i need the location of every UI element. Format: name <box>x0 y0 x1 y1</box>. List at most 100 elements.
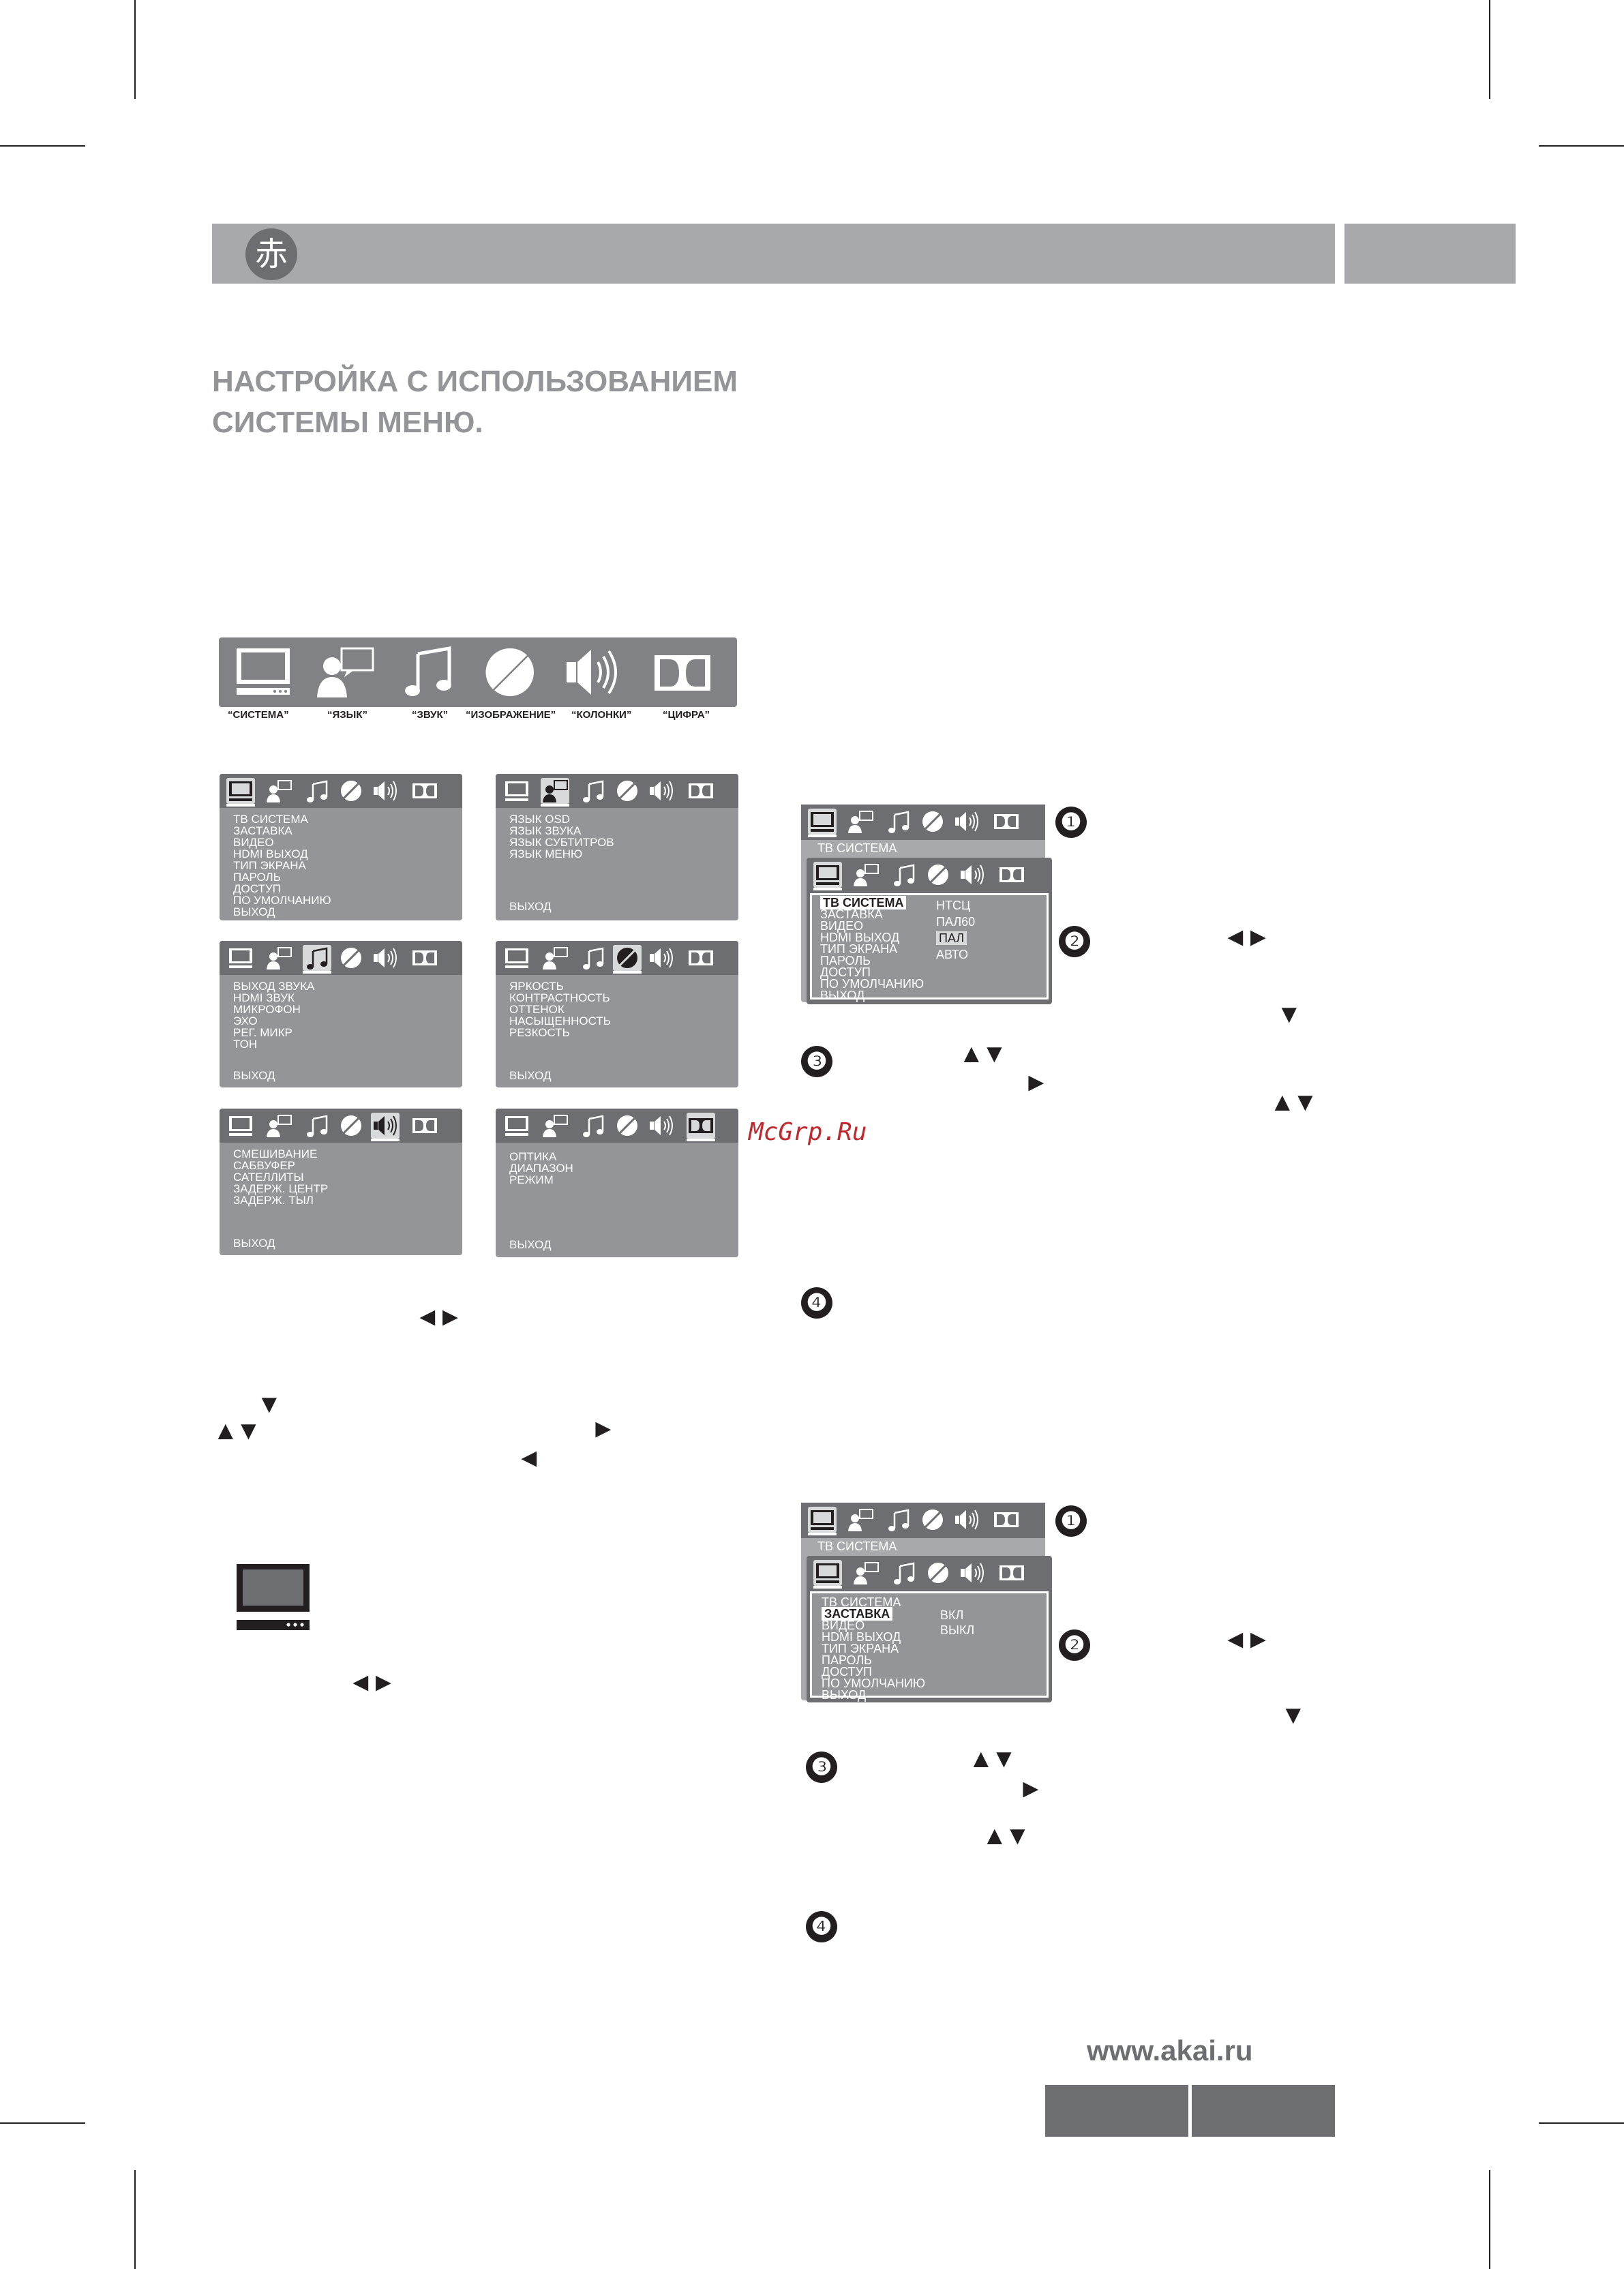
menu-item[interactable]: ПАРОЛЬ <box>233 871 281 884</box>
menu-item[interactable]: ВЫХОД <box>822 1688 867 1702</box>
menu-item[interactable]: ВЫХОД <box>820 989 865 1002</box>
music-note-icon[interactable] <box>579 778 607 804</box>
menu-item[interactable]: ТИП ЭКРАНА <box>233 859 306 872</box>
tv-icon[interactable] <box>813 862 842 888</box>
menu-item[interactable]: ПО УМОЛЧАНИЮ <box>820 977 924 991</box>
dolby-icon[interactable] <box>992 1507 1021 1533</box>
menu-item[interactable]: КОНТРАСТНОСТЬ <box>509 991 610 1004</box>
picture-icon[interactable] <box>613 1113 642 1139</box>
menu-item[interactable]: СМЕШИВАНИЕ <box>233 1147 318 1160</box>
picture-icon[interactable] <box>337 945 365 971</box>
menu-item[interactable]: ЗАСТАВКА <box>822 1607 925 1621</box>
tv-icon[interactable] <box>813 1560 842 1586</box>
exit-item[interactable]: ВЫХОД <box>509 900 552 913</box>
picture-icon[interactable] <box>924 1560 952 1586</box>
menu-item[interactable]: ТВ СИСТЕМА <box>820 896 924 910</box>
menu-item[interactable]: HDMI ВЫХОД <box>822 1630 901 1644</box>
menu-item[interactable]: ПАРОЛЬ <box>822 1653 872 1667</box>
language-icon[interactable] <box>541 778 569 804</box>
tv-icon[interactable] <box>502 778 531 804</box>
language-icon[interactable] <box>541 945 569 971</box>
tv-icon[interactable] <box>226 945 255 971</box>
tv-icon[interactable] <box>502 945 531 971</box>
menu-item[interactable]: САБВУФЕР <box>233 1159 296 1172</box>
menu-item[interactable]: ТВ СИСТЕМА <box>233 813 308 826</box>
menu-item[interactable]: МИКРОФОН <box>233 1003 301 1016</box>
tv-icon[interactable] <box>226 1113 255 1139</box>
picture-icon[interactable] <box>924 862 952 888</box>
menu-item[interactable]: ТИП ЭКРАНА <box>820 942 898 956</box>
menu-item[interactable]: ЯРКОСТЬ <box>509 980 564 993</box>
music-note-icon[interactable] <box>890 862 918 888</box>
music-note-icon[interactable] <box>884 1507 913 1533</box>
menu-item[interactable]: РЕЗКОСТЬ <box>509 1026 570 1039</box>
menu-item[interactable]: ТИП ЭКРАНА <box>822 1642 899 1655</box>
language-icon[interactable] <box>852 862 880 888</box>
dolby-icon[interactable] <box>687 778 715 804</box>
music-note-icon[interactable] <box>303 945 331 971</box>
language-icon[interactable] <box>265 778 293 804</box>
music-note-icon[interactable] <box>579 1113 607 1139</box>
language-icon[interactable] <box>541 1113 569 1139</box>
menu-item[interactable]: ПО УМОЛЧАНИЮ <box>233 894 331 907</box>
menu-item[interactable]: ВЫХОД ЗВУКА <box>233 980 315 993</box>
menu-item[interactable]: ВИДЕО <box>820 919 864 933</box>
picture-icon[interactable] <box>918 1507 947 1533</box>
dolby-icon[interactable] <box>687 1113 715 1139</box>
menu-item[interactable]: ЗАСТАВКА <box>820 907 883 921</box>
menu-item[interactable]: HDMI ЗВУК <box>233 991 295 1004</box>
menu-item[interactable]: ВИДЕО <box>822 1619 865 1632</box>
menu-item[interactable]: ДОСТУП <box>822 1665 872 1679</box>
speaker-icon[interactable] <box>371 945 400 971</box>
menu-item[interactable]: ВИДЕО <box>233 836 274 849</box>
dolby-icon[interactable] <box>997 1560 1026 1586</box>
exit-item[interactable]: ВЫХОД <box>509 1069 552 1082</box>
menu-item[interactable]: ПАРОЛЬ <box>820 954 871 967</box>
dolby-icon[interactable] <box>410 778 439 804</box>
option-item[interactable]: ПАЛ <box>936 930 975 946</box>
picture-icon[interactable] <box>613 778 642 804</box>
option-item[interactable]: ВКЛ <box>940 1608 964 1622</box>
exit-item[interactable]: ВЫХОД <box>509 1238 552 1251</box>
menu-item[interactable]: НАСЫЩЕННОСТЬ <box>509 1015 611 1027</box>
menu-item[interactable]: ПО УМОЛЧАНИЮ <box>822 1677 926 1690</box>
menu-item[interactable]: ДИАПАЗОН <box>509 1162 573 1175</box>
option-item[interactable]: ПАЛ60 <box>936 915 976 929</box>
music-note-icon[interactable] <box>579 945 607 971</box>
language-icon[interactable] <box>852 1560 880 1586</box>
menu-item[interactable]: ЗАДЕРЖ. ЦЕНТР <box>233 1182 329 1195</box>
speaker-icon[interactable] <box>647 1113 676 1139</box>
menu-item[interactable]: ЯЗЫК СУБТИТРОВ <box>509 836 614 849</box>
exit-item[interactable]: ВЫХОД <box>233 1237 275 1250</box>
dolby-icon[interactable] <box>997 862 1026 888</box>
speaker-icon[interactable] <box>958 862 987 888</box>
menu-item[interactable]: HDMI ВЫХОД <box>820 931 900 944</box>
dolby-icon[interactable] <box>410 1113 439 1139</box>
picture-icon[interactable] <box>337 778 365 804</box>
music-note-icon[interactable] <box>303 1113 331 1139</box>
speaker-icon[interactable] <box>371 1113 400 1139</box>
menu-item[interactable]: ТВ СИСТЕМА <box>822 1595 901 1609</box>
option-item[interactable]: ВЫКЛ <box>940 1623 975 1637</box>
language-icon[interactable] <box>265 945 293 971</box>
tv-icon[interactable] <box>226 778 255 804</box>
music-note-icon[interactable] <box>303 778 331 804</box>
music-note-icon[interactable] <box>890 1560 918 1586</box>
speaker-icon[interactable] <box>371 778 400 804</box>
menu-item[interactable]: САТЕЛЛИТЫ <box>233 1171 304 1184</box>
picture-icon[interactable] <box>613 945 642 971</box>
menu-item[interactable]: ЯЗЫК OSD <box>509 813 571 826</box>
music-note-icon[interactable] <box>884 809 913 835</box>
dolby-icon[interactable] <box>687 945 715 971</box>
tv-icon[interactable] <box>502 1113 531 1139</box>
language-icon[interactable] <box>846 809 875 835</box>
speaker-icon[interactable] <box>647 945 676 971</box>
menu-item[interactable]: ЯЗЫК МЕНЮ <box>509 847 583 860</box>
menu-item[interactable]: ЗАСТАВКА <box>233 824 292 837</box>
speaker-icon[interactable] <box>958 1560 987 1586</box>
dolby-icon[interactable] <box>992 809 1021 835</box>
tv-icon[interactable] <box>808 1507 837 1533</box>
menu-item[interactable]: РЕГ. МИКР <box>233 1026 292 1039</box>
menu-item[interactable]: ЗАДЕРЖ. ТЫЛ <box>233 1194 314 1207</box>
exit-item[interactable]: ВЫХОД <box>233 1069 275 1082</box>
